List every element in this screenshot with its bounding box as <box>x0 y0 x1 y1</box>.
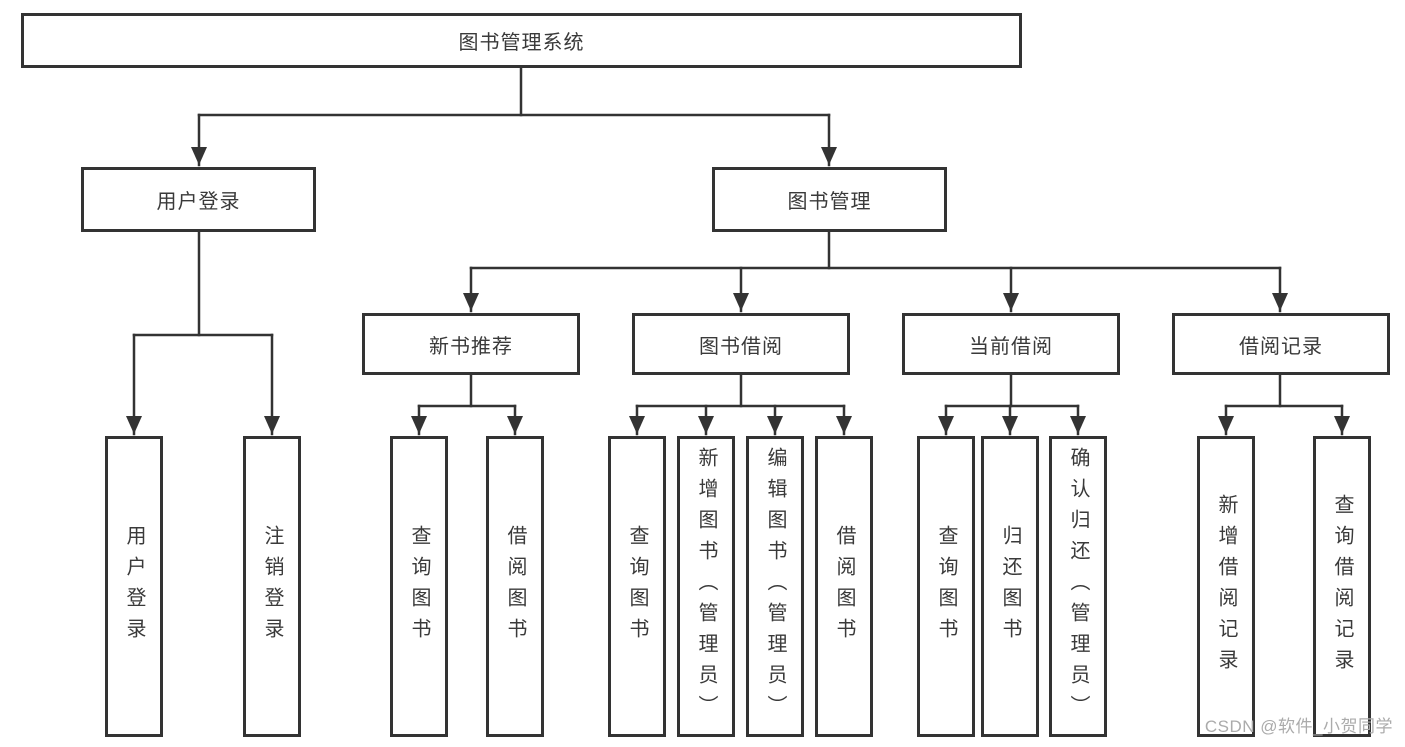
node-leaf-query-borrow-record-label: 查询借阅记录 <box>1331 493 1353 680</box>
node-leaf-borrow-book-label: 借阅图书 <box>833 524 855 649</box>
node-borrow-record-label: 借阅记录 <box>1239 335 1323 358</box>
node-leaf-user-login: 用户登录 <box>105 436 163 737</box>
node-book-borrow: 图书借阅 <box>632 313 850 375</box>
node-book-borrow-label: 图书借阅 <box>699 335 783 358</box>
node-current-borrow: 当前借阅 <box>902 313 1120 375</box>
node-leaf-borrow-book-recommend-label: 借阅图书 <box>504 524 526 649</box>
node-new-book-recommend: 新书推荐 <box>362 313 580 375</box>
node-leaf-user-login-label: 用户登录 <box>123 524 145 649</box>
node-leaf-return-book: 归还图书 <box>981 436 1039 737</box>
csdn-watermark: CSDN @软件_小贺同学 <box>1204 717 1393 736</box>
node-borrow-record: 借阅记录 <box>1172 313 1390 375</box>
node-leaf-confirm-return-admin: 确认归还（管理员） <box>1049 436 1107 737</box>
node-book-management-label: 图书管理 <box>787 191 872 213</box>
node-root-label: 图书管理系统 <box>458 32 585 54</box>
node-user-login: 用户登录 <box>81 167 316 232</box>
node-leaf-add-book-admin-label: 新增图书（管理员） <box>695 447 717 726</box>
node-leaf-confirm-return-admin-label: 确认归还（管理员） <box>1067 447 1089 726</box>
node-leaf-borrow-book-recommend: 借阅图书 <box>486 436 544 737</box>
node-leaf-edit-book-admin: 编辑图书（管理员） <box>746 436 804 737</box>
node-leaf-query-book-current-label: 查询图书 <box>935 524 957 649</box>
node-book-management: 图书管理 <box>712 167 947 232</box>
node-leaf-logout: 注销登录 <box>243 436 301 737</box>
node-user-login-label: 用户登录 <box>156 191 241 213</box>
node-leaf-query-book-borrow-label: 查询图书 <box>626 524 648 649</box>
node-leaf-query-book-current: 查询图书 <box>917 436 975 737</box>
node-leaf-add-book-admin: 新增图书（管理员） <box>677 436 735 737</box>
node-new-book-recommend-label: 新书推荐 <box>429 335 513 358</box>
node-leaf-borrow-book: 借阅图书 <box>815 436 873 737</box>
node-leaf-query-book-borrow: 查询图书 <box>608 436 666 737</box>
node-leaf-query-borrow-record: 查询借阅记录 <box>1313 436 1371 737</box>
node-leaf-query-book-recommend: 查询图书 <box>390 436 448 737</box>
node-leaf-add-borrow-record: 新增借阅记录 <box>1197 436 1255 737</box>
node-leaf-query-book-recommend-label: 查询图书 <box>408 524 430 649</box>
node-leaf-logout-label: 注销登录 <box>261 524 283 649</box>
node-current-borrow-label: 当前借阅 <box>969 335 1053 358</box>
node-leaf-return-book-label: 归还图书 <box>999 524 1021 649</box>
node-leaf-add-borrow-record-label: 新增借阅记录 <box>1215 493 1237 680</box>
node-leaf-edit-book-admin-label: 编辑图书（管理员） <box>764 447 786 726</box>
node-root: 图书管理系统 <box>21 13 1022 68</box>
